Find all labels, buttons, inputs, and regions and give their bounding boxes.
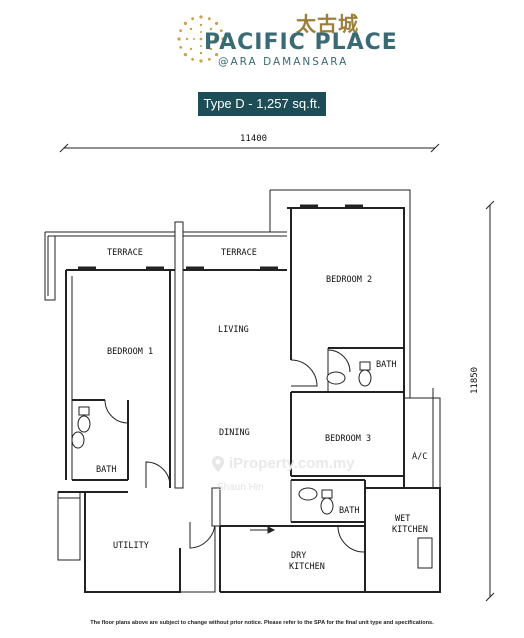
terrace-left-label: TERRACE xyxy=(107,248,143,258)
brand-logo: 太古城 PACIFIC PLACE @ARA DAMANSARA xyxy=(0,0,524,90)
width-dimension-label: 11400 xyxy=(240,134,268,144)
dry-kitchen-label-1: DRY xyxy=(291,551,307,561)
wet-kitchen-label-2: KITCHEN xyxy=(392,525,428,535)
terrace-right-label: TERRACE xyxy=(221,248,257,258)
unit-type-badge: Type D - 1,257 sq.ft. xyxy=(198,92,326,116)
bedroom-2-label: BEDROOM 2 xyxy=(326,275,373,285)
footer-disclaimer: The floor plans above are subject to cha… xyxy=(90,620,434,626)
bedroom-3-label: BEDROOM 3 xyxy=(325,434,372,444)
watermark-site: iProperty.com.my xyxy=(229,455,355,472)
brand-name: PACIFIC PLACE xyxy=(204,30,398,55)
ac-label: A/C xyxy=(412,452,428,462)
sunburst-logo-icon xyxy=(177,15,225,63)
watermark-agent: Shaun Hin xyxy=(217,482,264,493)
dry-kitchen-label-2: KITCHEN xyxy=(289,562,325,572)
dining-label: DINING xyxy=(219,428,250,438)
bath-1-label: BATH xyxy=(96,465,117,475)
bath-3-label: BATH xyxy=(339,506,360,516)
location-pin-icon xyxy=(212,456,224,472)
bath-2-label: BATH xyxy=(376,360,397,370)
utility-label: UTILITY xyxy=(113,541,149,551)
brand-chinese-name: 太古城 xyxy=(296,12,359,36)
wet-kitchen-label-1: WET xyxy=(395,514,411,524)
brand-subtitle: @ARA DAMANSARA xyxy=(218,56,349,68)
living-label: LIVING xyxy=(218,325,249,335)
bedroom-1-label: BEDROOM 1 xyxy=(107,347,154,357)
depth-dimension-label: 11850 xyxy=(470,366,480,394)
